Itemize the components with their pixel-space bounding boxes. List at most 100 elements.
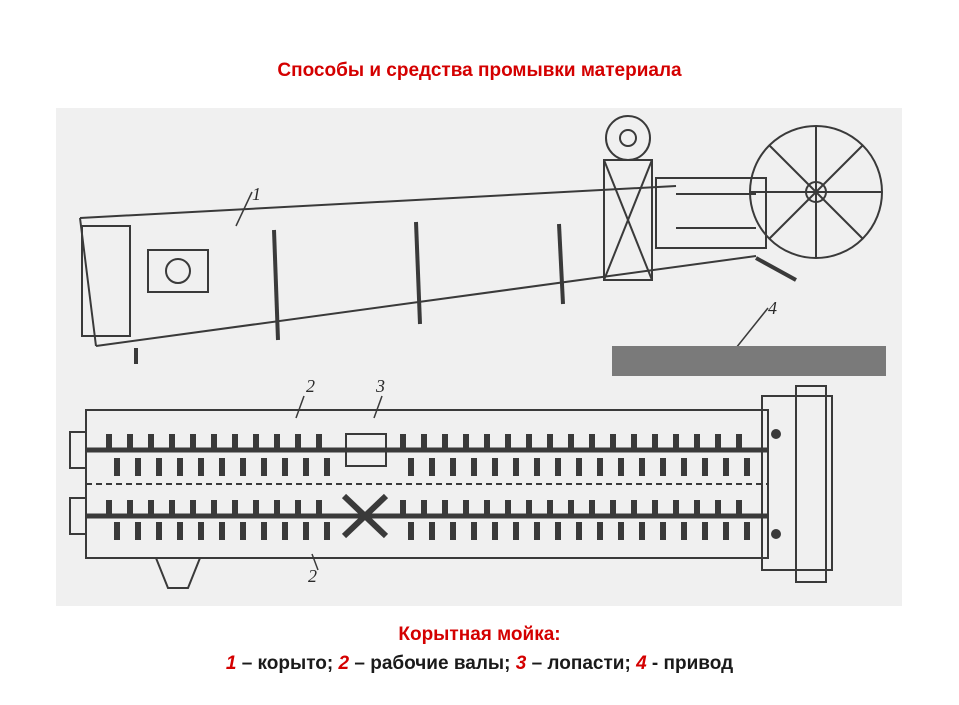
drive-shaft bbox=[612, 346, 886, 376]
paddle-blade bbox=[316, 500, 322, 518]
paddle-blade bbox=[148, 434, 154, 452]
paddle-blade bbox=[303, 522, 309, 540]
paddle-blade bbox=[106, 434, 112, 452]
paddle-blade bbox=[715, 500, 721, 518]
label-shafts-upper: 2 bbox=[306, 376, 315, 396]
feed-end-box bbox=[81, 225, 131, 337]
paddle-blade bbox=[198, 458, 204, 476]
leader-line bbox=[373, 395, 383, 419]
paddle-blade bbox=[135, 522, 141, 540]
paddle-blade bbox=[681, 458, 687, 476]
paddle-blade bbox=[492, 458, 498, 476]
leader-line bbox=[311, 553, 319, 571]
paddle-blade bbox=[694, 500, 700, 518]
paddle-blade bbox=[673, 500, 679, 518]
feed-bearing-lower bbox=[69, 497, 87, 535]
bearing-housing bbox=[147, 249, 209, 293]
paddle-blade bbox=[421, 500, 427, 518]
paddle-blade bbox=[127, 500, 133, 518]
paddle-blade bbox=[568, 434, 574, 452]
paddle-blade bbox=[681, 522, 687, 540]
paddle-blade bbox=[274, 500, 280, 518]
paddle-blade bbox=[240, 522, 246, 540]
paddle-blade bbox=[408, 522, 414, 540]
paddle-blade bbox=[471, 522, 477, 540]
paddle-blade bbox=[526, 500, 532, 518]
paddle-blade bbox=[135, 458, 141, 476]
paddle-blade bbox=[702, 458, 708, 476]
paddle-blade bbox=[240, 458, 246, 476]
paddle-blade bbox=[324, 458, 330, 476]
wheel-spoke bbox=[768, 144, 864, 240]
label-drive: 4 bbox=[768, 298, 777, 318]
motor-pulley bbox=[605, 115, 651, 161]
leader-line bbox=[295, 395, 305, 419]
paddle-blade bbox=[282, 522, 288, 540]
paddle-blade bbox=[429, 522, 435, 540]
paddle-blade bbox=[219, 458, 225, 476]
paddle-blade bbox=[177, 458, 183, 476]
paddle-blade bbox=[660, 522, 666, 540]
paddle-blade bbox=[400, 500, 406, 518]
paddle-blade bbox=[618, 458, 624, 476]
legend-text: – лопасти; bbox=[526, 653, 637, 674]
drain-hopper bbox=[155, 557, 201, 589]
paddle-blade bbox=[597, 522, 603, 540]
paddle-blade bbox=[484, 500, 490, 518]
trough-bottom-edge bbox=[95, 255, 757, 347]
paddle-blade bbox=[232, 500, 238, 518]
support-post bbox=[414, 221, 422, 325]
paddle-blade bbox=[639, 458, 645, 476]
paddle-blade bbox=[471, 458, 477, 476]
feed-bearing-upper bbox=[69, 431, 87, 469]
paddle-blade bbox=[631, 434, 637, 452]
paddle-blade bbox=[694, 434, 700, 452]
paddle-blade bbox=[295, 434, 301, 452]
bolt bbox=[771, 429, 781, 439]
paddle-blade bbox=[219, 522, 225, 540]
paddle-blade bbox=[177, 522, 183, 540]
support-post bbox=[272, 229, 280, 341]
paddle-blade bbox=[673, 434, 679, 452]
support-post bbox=[557, 223, 565, 305]
paddle-blade bbox=[450, 458, 456, 476]
paddle-blade bbox=[316, 434, 322, 452]
legend-number: 4 bbox=[636, 653, 647, 674]
bolt bbox=[771, 529, 781, 539]
paddle-blade bbox=[127, 434, 133, 452]
paddle-blade bbox=[114, 458, 120, 476]
paddle-blade bbox=[261, 458, 267, 476]
slide-title: Способы и средства промывки материала bbox=[277, 60, 682, 81]
paddle-group bbox=[106, 434, 750, 540]
paddle-blade bbox=[610, 500, 616, 518]
paddle-blade bbox=[618, 522, 624, 540]
paddle-blade bbox=[639, 522, 645, 540]
paddle-blade bbox=[723, 522, 729, 540]
paddle-blade bbox=[190, 434, 196, 452]
paddle-blade bbox=[723, 458, 729, 476]
paddle-blade bbox=[513, 522, 519, 540]
legend-number: 3 bbox=[515, 653, 527, 674]
paddle-blade bbox=[744, 522, 750, 540]
legend-text: - привод bbox=[646, 653, 734, 674]
legend-number: 1 bbox=[225, 653, 237, 674]
paddle-blade bbox=[148, 500, 154, 518]
paddle-blade bbox=[744, 458, 750, 476]
paddle-blade bbox=[568, 500, 574, 518]
paddle-blade bbox=[190, 500, 196, 518]
paddle-blade bbox=[463, 500, 469, 518]
paddle-blade bbox=[442, 434, 448, 452]
legend-number: 2 bbox=[338, 653, 350, 674]
caption-legend: 1 – корыто; 2 – рабочие валы; 3 – лопаст… bbox=[0, 653, 959, 675]
paddle-blade bbox=[652, 500, 658, 518]
paddle-blade bbox=[295, 500, 301, 518]
paddle-blade bbox=[408, 458, 414, 476]
paddle-blade bbox=[505, 500, 511, 518]
paddle-blade bbox=[156, 522, 162, 540]
paddle-blade bbox=[303, 458, 309, 476]
leader-line bbox=[735, 307, 769, 349]
paddle-blade bbox=[610, 434, 616, 452]
paddle-blade bbox=[484, 434, 490, 452]
paddle-blade bbox=[261, 522, 267, 540]
paddle-blade bbox=[463, 434, 469, 452]
